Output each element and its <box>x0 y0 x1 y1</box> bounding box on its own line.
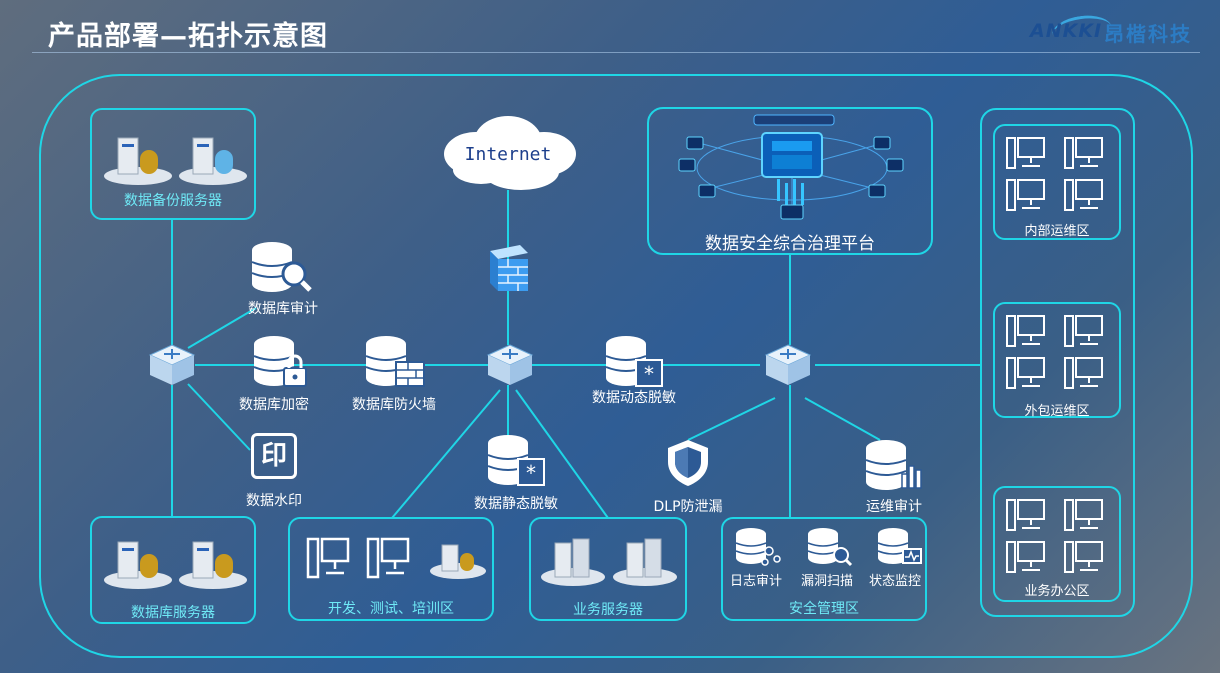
security-mgmt-zone-label: 安全管理区 <box>789 601 859 617</box>
title-divider <box>32 52 1200 53</box>
dev-workstation-icons <box>306 537 486 579</box>
db-encrypt-label: 数据库加密 <box>239 397 309 413</box>
dlp-shield-icon <box>668 440 708 486</box>
link-biz <box>515 389 609 519</box>
outsource-ops-pc-icons <box>1006 315 1103 389</box>
link-ops-audit <box>804 397 881 441</box>
db-encrypt-icon <box>253 336 307 387</box>
internal-ops-zone: 内部运维区 <box>993 124 1121 240</box>
log-audit-label: 日志审计 <box>729 574 782 589</box>
dynamic-mask-label: 数据动态脱敏 <box>592 390 676 406</box>
vuln-scan-icon <box>807 528 853 567</box>
dev-test-zone: 开发、测试、培训区 <box>288 517 494 621</box>
office-pc-icons <box>1006 499 1103 573</box>
link-dev <box>391 389 501 519</box>
company-logo: ANKKI 昂楷科技 <box>1030 11 1210 52</box>
backup-zone-label: 数据备份服务器 <box>124 193 222 209</box>
vuln-scan-label: 漏洞扫描 <box>800 574 853 589</box>
left-switch-icon <box>148 344 196 385</box>
db-server-zone-label: 数据库服务器 <box>131 605 215 621</box>
ops-audit-label: 运维审计 <box>866 499 922 515</box>
security-mgmt-zone: 日志审计 漏洞扫描 状态监控 安全管理区 <box>721 517 927 621</box>
dlp-label: DLP防泄漏 <box>653 499 723 515</box>
office-label: 业务办公区 <box>1024 584 1090 599</box>
log-audit-icon <box>735 528 781 566</box>
platform-label: 数据安全综合治理平台 <box>705 234 875 254</box>
biz-server-zone-label: 业务服务器 <box>573 602 643 618</box>
office-zone: 业务办公区 <box>993 486 1121 602</box>
ops-office-column <box>980 108 1135 617</box>
db-audit-label: 数据库审计 <box>248 301 318 317</box>
link-watermark <box>187 383 251 451</box>
link-dlp <box>687 397 776 441</box>
db-server-zone: 数据库服务器 <box>90 516 256 624</box>
logo-mark: ANKKI <box>1030 20 1103 42</box>
internal-ops-label: 内部运维区 <box>1024 224 1090 239</box>
internet-label: Internet <box>464 144 552 165</box>
platform-dashboard-icon <box>678 114 904 220</box>
watermark-label: 数据水印 <box>246 493 302 509</box>
internet-firewall-icon <box>490 245 528 291</box>
backup-zone: 数据备份服务器 <box>90 108 256 220</box>
logo-text: 昂楷科技 <box>1104 22 1192 46</box>
status-monitor-label: 状态监控 <box>868 574 921 589</box>
internal-ops-pc-icons <box>1006 137 1103 211</box>
biz-server-zone: 业务服务器 <box>529 517 687 621</box>
ops-audit-icon <box>865 440 922 490</box>
biz-server-icon <box>541 538 677 586</box>
right-switch-icon <box>764 344 812 385</box>
static-mask-label: 数据静态脱敏 <box>474 496 558 512</box>
outsource-ops-label: 外包运维区 <box>1024 404 1090 419</box>
db-firewall-label: 数据库防火墙 <box>352 397 436 413</box>
svg-text:*: * <box>526 461 536 485</box>
outer-boundary <box>39 74 1193 658</box>
page-title: 产品部署—拓扑示意图 <box>48 21 328 52</box>
dev-test-zone-label: 开发、测试、培训区 <box>328 601 454 617</box>
internet-cloud-icon <box>444 116 576 190</box>
svg-text:*: * <box>644 362 654 386</box>
static-mask-icon: * <box>487 435 545 486</box>
outsource-ops-zone: 外包运维区 <box>993 302 1121 419</box>
status-monitor-icon <box>877 528 922 564</box>
dynamic-mask-icon: * <box>605 336 663 387</box>
db-firewall-icon <box>365 336 425 387</box>
backup-server-icon <box>104 137 247 185</box>
platform-zone: 数据安全综合治理平台 <box>647 107 933 255</box>
db-server-icon <box>104 541 247 589</box>
core-switch-icon <box>486 344 534 385</box>
watermark-icon: 印 <box>251 433 297 479</box>
link-audit <box>187 307 257 349</box>
db-audit-icon <box>251 242 312 292</box>
